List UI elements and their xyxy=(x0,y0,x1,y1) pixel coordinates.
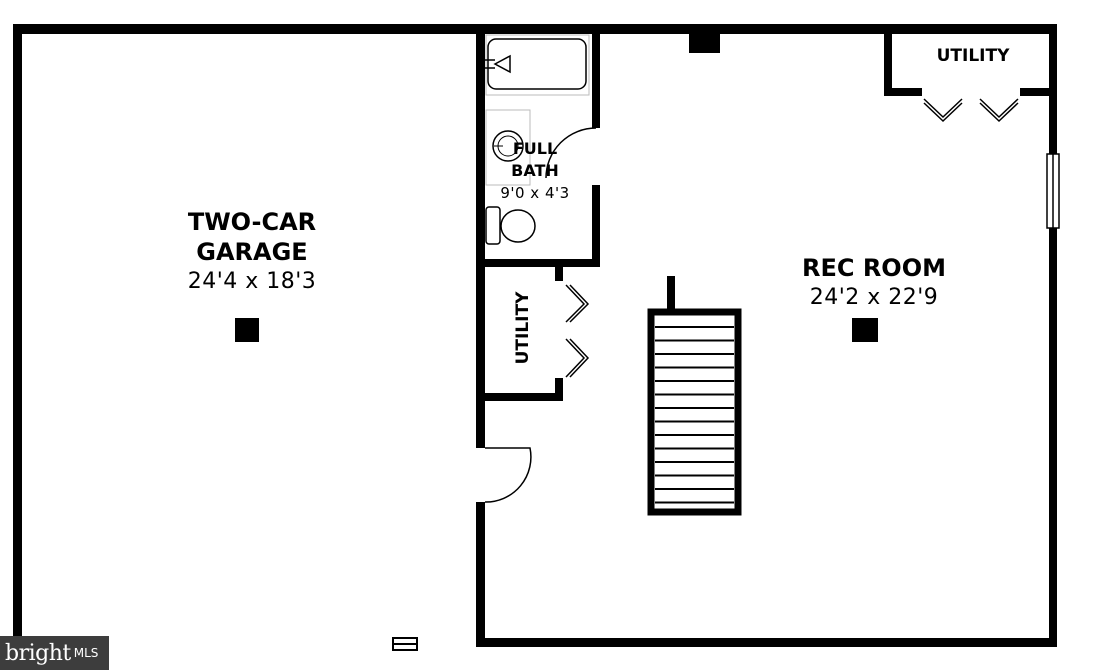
watermark-suffix: MLS xyxy=(73,646,99,660)
garage-door-swing xyxy=(484,447,532,503)
wall-column xyxy=(689,31,720,53)
garage-label: TWO-CAR GARAGE 24'4 x 18'3 xyxy=(152,207,352,297)
window xyxy=(1046,153,1060,229)
full-bath-label: FULL BATH 9'0 x 4'3 xyxy=(480,138,590,204)
utility-right-label: UTILITY xyxy=(936,46,1010,66)
garage-divider-wall xyxy=(476,24,485,647)
garage-name-line1: TWO-CAR xyxy=(187,208,317,236)
toilet-icon xyxy=(485,206,536,245)
utility-right-bifold-doors xyxy=(923,98,1019,123)
utility-left-walls xyxy=(476,259,563,401)
bath-walls xyxy=(476,24,600,267)
garage-name-line2: GARAGE xyxy=(196,238,308,266)
staircase xyxy=(647,276,742,516)
garage-door-threshold xyxy=(392,637,418,651)
rec-room-dimensions: 24'2 x 22'9 xyxy=(809,285,939,310)
bath-dimensions: 9'0 x 4'3 xyxy=(500,184,570,202)
watermark-brand: bright xyxy=(5,640,71,666)
sink-icon xyxy=(485,109,531,186)
garage-dimensions: 24'4 x 18'3 xyxy=(187,269,317,294)
bath-name-line1: FULL xyxy=(512,139,558,158)
utility-right-walls xyxy=(884,24,1057,96)
rec-room-name: REC ROOM xyxy=(801,254,946,282)
bath-door-swing xyxy=(545,127,597,179)
exterior-walls xyxy=(13,24,1057,647)
garage-marker xyxy=(235,318,259,342)
bath-name-line2: BATH xyxy=(511,161,559,180)
bright-mls-watermark: bright MLS xyxy=(0,636,109,670)
bathtub-icon xyxy=(484,34,590,96)
rec-room-marker xyxy=(852,318,878,342)
utility-left-label: UTILITY xyxy=(513,291,533,365)
utility-left-bifold-doors xyxy=(565,284,590,378)
rec-room-label: REC ROOM 24'2 x 22'9 xyxy=(774,253,974,313)
